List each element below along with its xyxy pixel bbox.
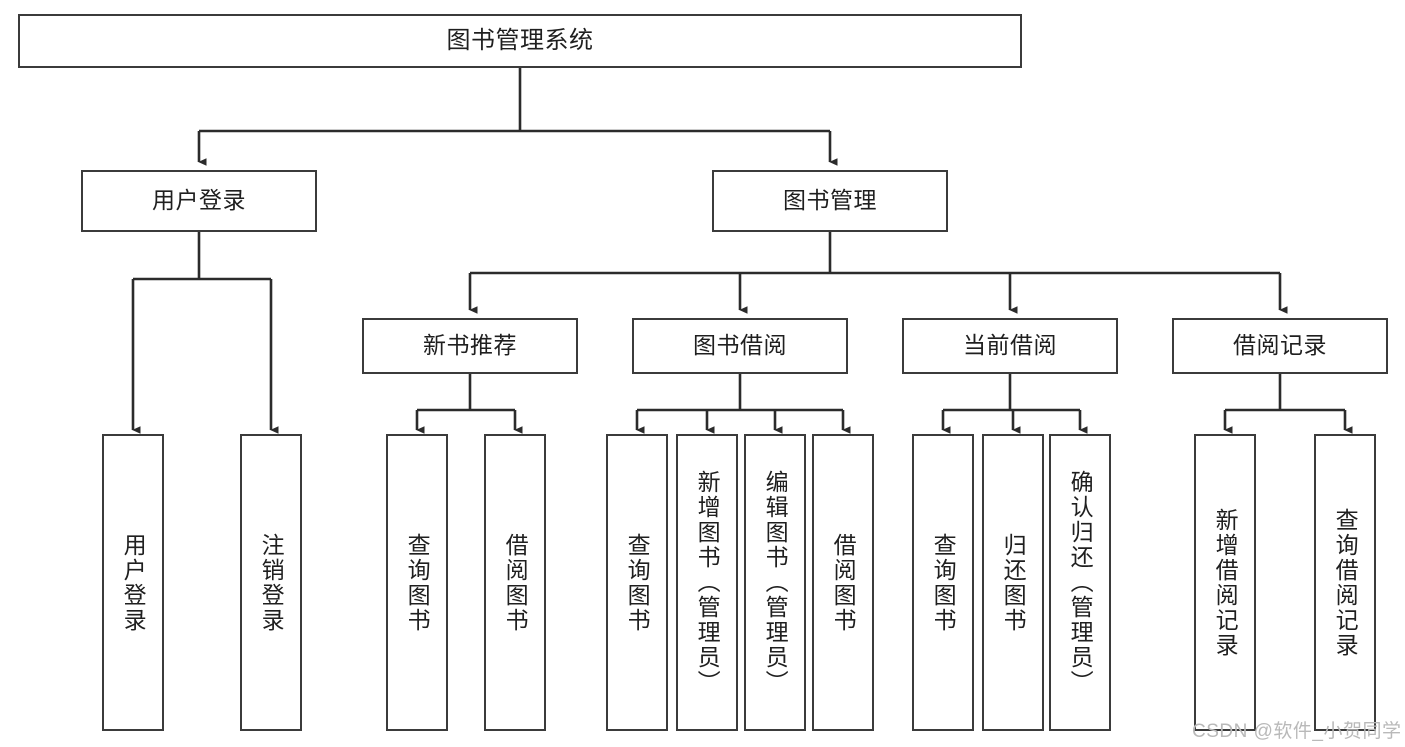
node-label: 图书管理 (783, 187, 877, 214)
node-label: 借阅记录 (1233, 332, 1327, 359)
node-label: 新增借阅记录 (1212, 507, 1239, 658)
leaf-user-login[interactable]: 用户登录 (102, 434, 164, 731)
node-label: 图书管理系统 (446, 26, 594, 54)
leaf-query-borrow-record[interactable]: 查询借阅记录 (1314, 434, 1376, 731)
node-label: 编辑图书（管理员） (762, 470, 789, 695)
leaf-edit-book-admin[interactable]: 编辑图书（管理员） (744, 434, 806, 731)
node-label: 当前借阅 (963, 332, 1057, 359)
node-label: 查询图书 (624, 532, 651, 633)
leaf-query-book-current[interactable]: 查询图书 (912, 434, 974, 731)
node-label: 借阅图书 (830, 532, 857, 633)
leaf-logout-login[interactable]: 注销登录 (240, 434, 302, 731)
leaf-return-book[interactable]: 归还图书 (982, 434, 1044, 731)
leaf-add-borrow-record[interactable]: 新增借阅记录 (1194, 434, 1256, 731)
node-current-borrow[interactable]: 当前借阅 (902, 318, 1118, 374)
leaf-borrow-book-recommend[interactable]: 借阅图书 (484, 434, 546, 731)
node-label: 查询图书 (404, 532, 431, 633)
node-label: 查询借阅记录 (1332, 507, 1359, 658)
node-label: 新书推荐 (423, 332, 517, 359)
leaf-borrow-book[interactable]: 借阅图书 (812, 434, 874, 731)
leaf-query-book-borrow[interactable]: 查询图书 (606, 434, 668, 731)
node-label: 查询图书 (930, 532, 957, 633)
csdn-watermark: CSDN @软件_小贺同学 (1192, 721, 1402, 742)
node-label: 归还图书 (1000, 532, 1027, 633)
node-book-borrow[interactable]: 图书借阅 (632, 318, 848, 374)
node-label: 用户登录 (120, 532, 147, 633)
node-label: 注销登录 (258, 532, 285, 633)
leaf-confirm-return-admin[interactable]: 确认归还（管理员） (1049, 434, 1111, 731)
node-borrow-records[interactable]: 借阅记录 (1172, 318, 1388, 374)
leaf-add-book-admin[interactable]: 新增图书（管理员） (676, 434, 738, 731)
leaf-query-book-recommend[interactable]: 查询图书 (386, 434, 448, 731)
node-label: 新增图书（管理员） (694, 470, 721, 695)
node-root-system[interactable]: 图书管理系统 (18, 14, 1022, 68)
node-book-management[interactable]: 图书管理 (712, 170, 948, 232)
node-label: 图书借阅 (693, 332, 787, 359)
node-user-login[interactable]: 用户登录 (81, 170, 317, 232)
node-label: 借阅图书 (502, 532, 529, 633)
node-label: 用户登录 (152, 187, 246, 214)
node-new-book-recommend[interactable]: 新书推荐 (362, 318, 578, 374)
node-label: 确认归还（管理员） (1067, 470, 1094, 695)
